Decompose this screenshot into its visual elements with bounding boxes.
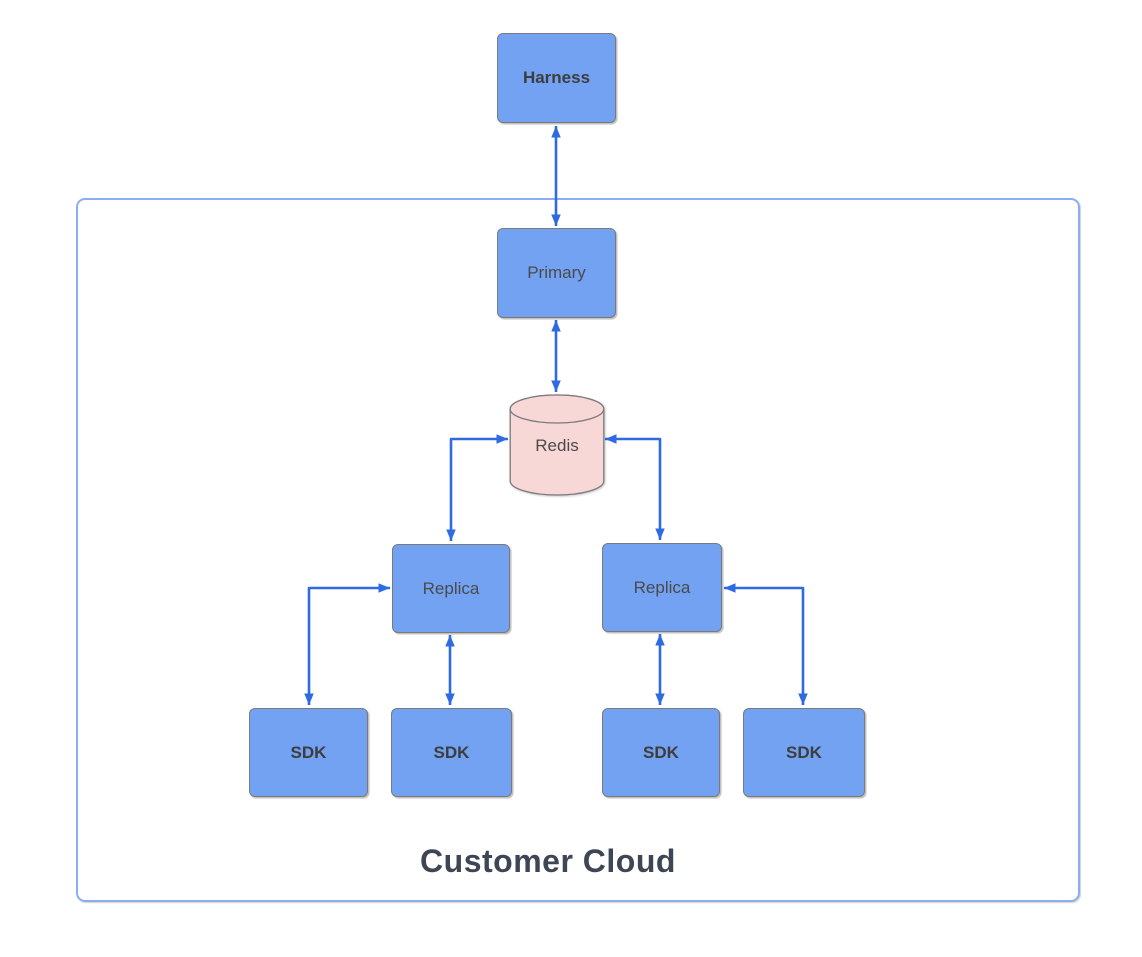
customer-cloud-boundary xyxy=(76,198,1080,902)
node-primary: Primary xyxy=(497,228,616,318)
node-replica-right: Replica xyxy=(602,543,722,632)
customer-cloud-label: Customer Cloud xyxy=(420,843,676,879)
database-cylinder-top xyxy=(509,394,605,424)
node-harness: Harness xyxy=(497,33,616,123)
node-sdk-4: SDK xyxy=(743,708,865,797)
node-sdk-2: SDK xyxy=(391,708,512,797)
node-redis-label: Redis xyxy=(535,436,579,455)
node-replica-left: Replica xyxy=(392,544,510,633)
node-sdk-1: SDK xyxy=(249,708,368,797)
node-sdk-3: SDK xyxy=(602,708,720,797)
node-redis-cylinder xyxy=(509,394,605,496)
